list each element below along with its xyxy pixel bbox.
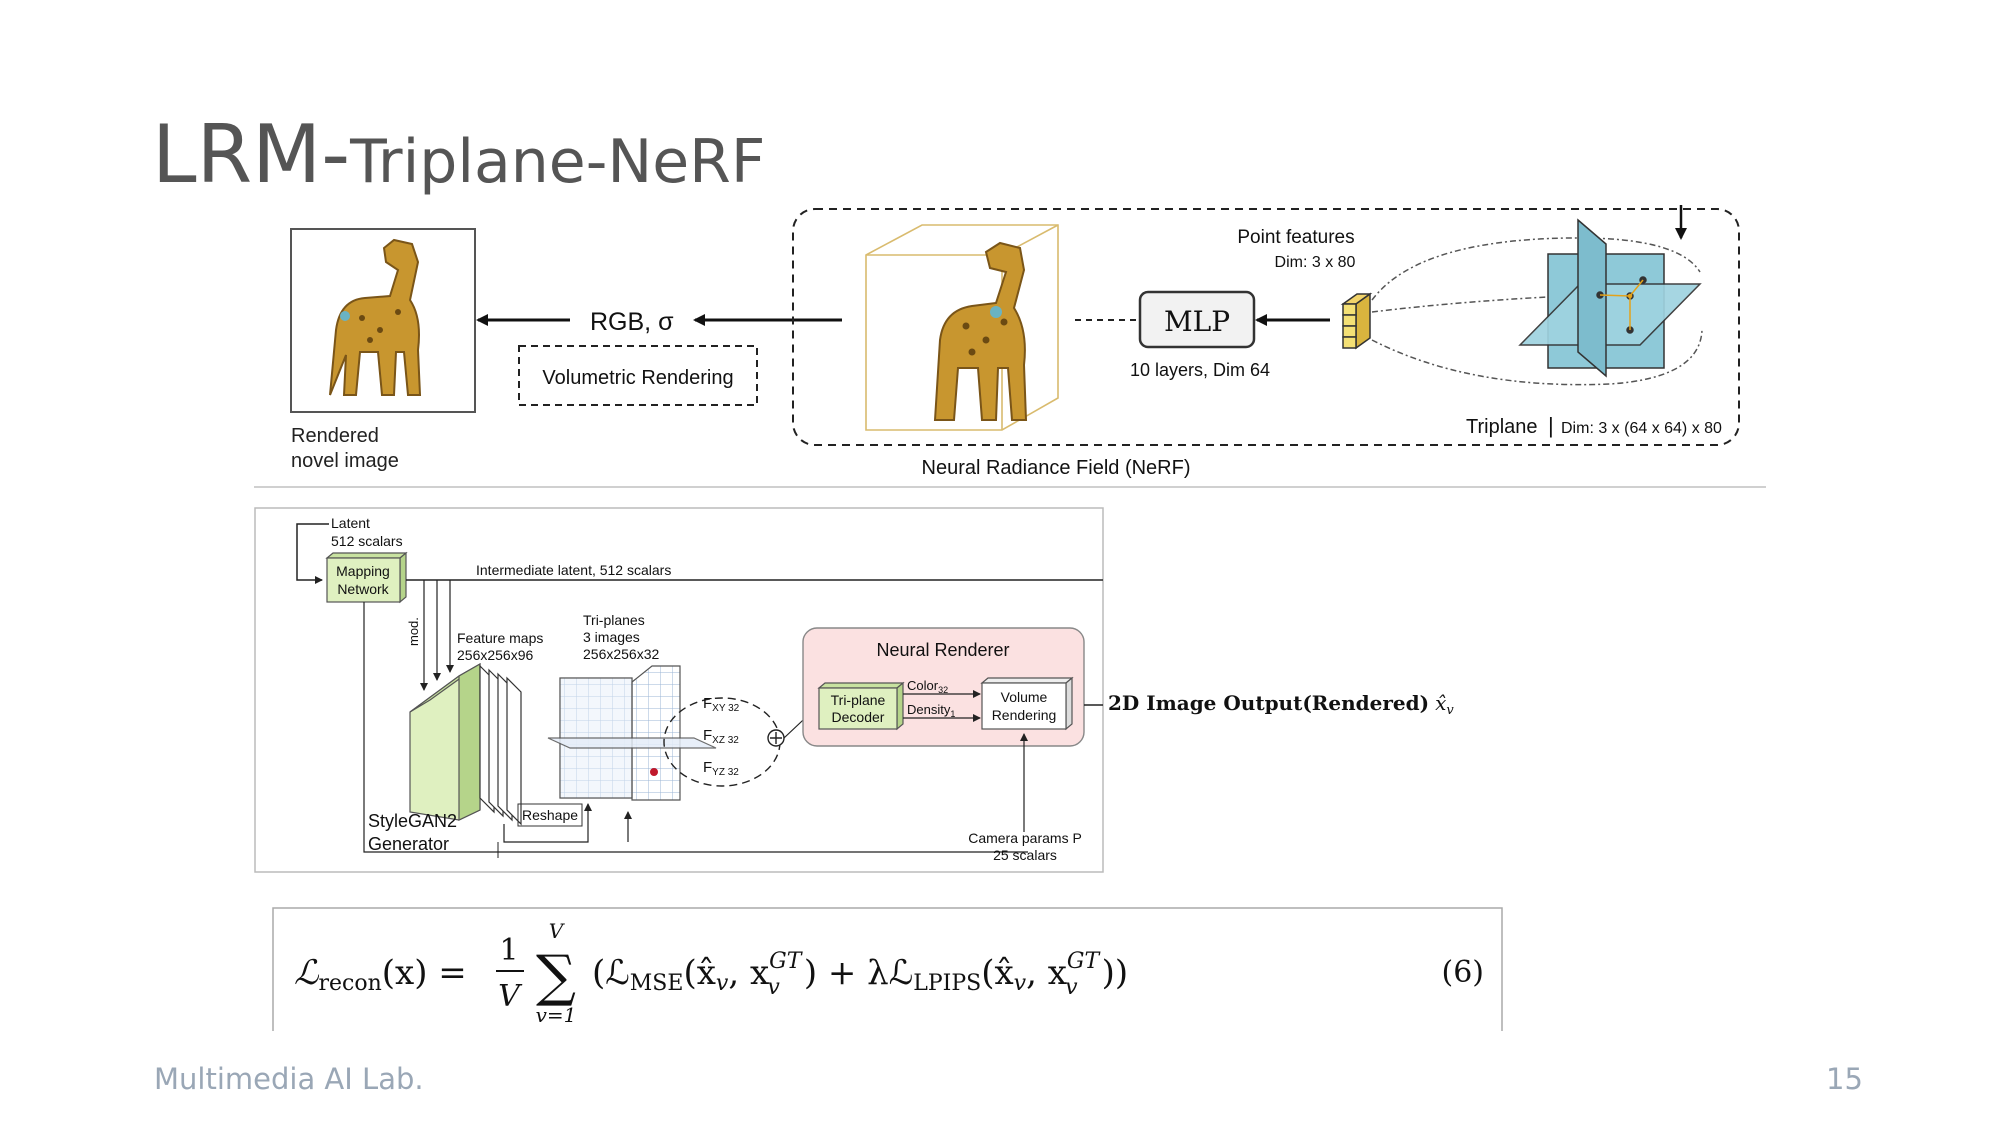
footer-lab-name: Multimedia AI Lab. — [154, 1062, 424, 1096]
giraffe-nerf-icon — [933, 241, 1028, 421]
neural-renderer-label: Neural Renderer — [876, 640, 1009, 660]
triplane-dim: Dim: 3 x (64 x 64) x 80 — [1561, 420, 1722, 437]
rendered-label-line2: novel image — [291, 450, 399, 472]
triplanes-label-1: Tri-planes — [583, 612, 645, 628]
equation-number: (6) — [1442, 955, 1485, 990]
latent-label-2: 512 scalars — [331, 533, 403, 549]
stylegan-label-1: StyleGAN2 — [368, 811, 457, 831]
projection-curve-upper — [1371, 237, 1701, 301]
projection-curve-lower — [1371, 329, 1703, 386]
camera-label-1: Camera params P — [968, 830, 1082, 846]
rendered-label-line1: Rendered — [291, 425, 379, 447]
volumetric-rendering-box — [518, 345, 758, 406]
stylegan-label-2: Generator — [368, 834, 449, 854]
camera-line-generator — [363, 602, 1028, 853]
equation-sum-top: V — [549, 919, 566, 943]
rgb-sigma-label: RGB, σ — [590, 308, 674, 336]
stylegan-generator — [409, 662, 481, 821]
equation-sum-symbol: ∑ — [536, 944, 576, 1009]
volume-rendering-box — [980, 676, 1074, 731]
color-label: Color32 — [907, 678, 948, 695]
triplanes-grid — [547, 665, 717, 801]
mapping-label-2: Network — [337, 581, 389, 597]
equation-sum-bottom: v=1 — [536, 1003, 577, 1027]
title-main: LRM — [152, 108, 322, 201]
mod-label: mod. — [406, 617, 421, 646]
title-separator: - — [321, 108, 351, 201]
reshape-label-box — [517, 803, 583, 827]
title-sub: Triplane-NeRF — [350, 127, 766, 197]
equation-frame — [272, 907, 1503, 1031]
volume-label-1: Volume — [1001, 689, 1048, 705]
point-features-label: Point features — [1237, 227, 1354, 248]
equation-lhs: ℒrecon(x) = — [294, 953, 467, 996]
equation-frac-den: V — [498, 979, 523, 1014]
output-label: 2D Image Output(Rendered)x̂v — [1108, 691, 1454, 718]
point-features-icon — [1340, 292, 1373, 350]
camera-label-2: 25 scalars — [993, 847, 1057, 863]
reshape-label: Reshape — [522, 807, 578, 823]
point-features-dim: Dim: 3 x 80 — [1275, 254, 1356, 271]
mlp-spec: 10 layers, Dim 64 — [1130, 360, 1270, 380]
mlp-box — [1138, 290, 1256, 349]
equation-frac-num: 1 — [499, 933, 518, 968]
triplanes-label-3: 256x256x32 — [583, 646, 660, 662]
top-diagram: Rendered novel image RGB, σ Volumetric R… — [290, 205, 1740, 479]
fxy-label: FXY 32 — [703, 695, 740, 714]
decoder-label-2: Decoder — [832, 709, 885, 725]
triplane-label: Triplane — [1466, 416, 1538, 438]
mapping-network-box — [325, 551, 408, 604]
decoder-label-1: Tri-plane — [831, 692, 886, 708]
volumetric-rendering-label: Volumetric Rendering — [542, 367, 733, 389]
sum-node-plus — [770, 732, 782, 744]
slide-title: LRM-Triplane-NeRF — [152, 108, 765, 201]
feature-maps-label-1: Feature maps — [457, 630, 543, 646]
fxz-label: FXZ 32 — [703, 727, 739, 746]
projection-curve-middle — [1371, 294, 1591, 313]
nerf-container — [792, 208, 1740, 446]
fyz-label: FYZ 32 — [703, 759, 739, 778]
mlp-label: MLP — [1164, 305, 1230, 338]
giraffe-rendered-icon — [329, 238, 422, 396]
mapping-label-1: Mapping — [336, 563, 390, 579]
intermediate-latent-label: Intermediate latent, 512 scalars — [476, 562, 671, 578]
volume-label-2: Rendering — [992, 707, 1057, 723]
page-number: 15 — [1826, 1062, 1863, 1096]
latent-line — [296, 523, 329, 584]
sample-point-icon — [650, 768, 658, 776]
reshape-line — [503, 803, 592, 843]
triplane-decoder-box — [817, 681, 905, 731]
triplane-separator: | — [1548, 413, 1554, 438]
bottom-diagram: Latent 512 scalars Mapping Network Inter… — [254, 507, 1104, 873]
feature-maps-stack — [479, 664, 522, 826]
feature-maps-label-2: 256x256x96 — [457, 647, 534, 663]
latent-label-1: Latent — [331, 515, 370, 531]
density-label: Density1 — [907, 702, 955, 719]
triplane-icon — [1518, 218, 1702, 378]
triplanes-label-2: 3 images — [583, 629, 640, 645]
nerf-label: Neural Radiance Field (NeRF) — [922, 457, 1191, 479]
